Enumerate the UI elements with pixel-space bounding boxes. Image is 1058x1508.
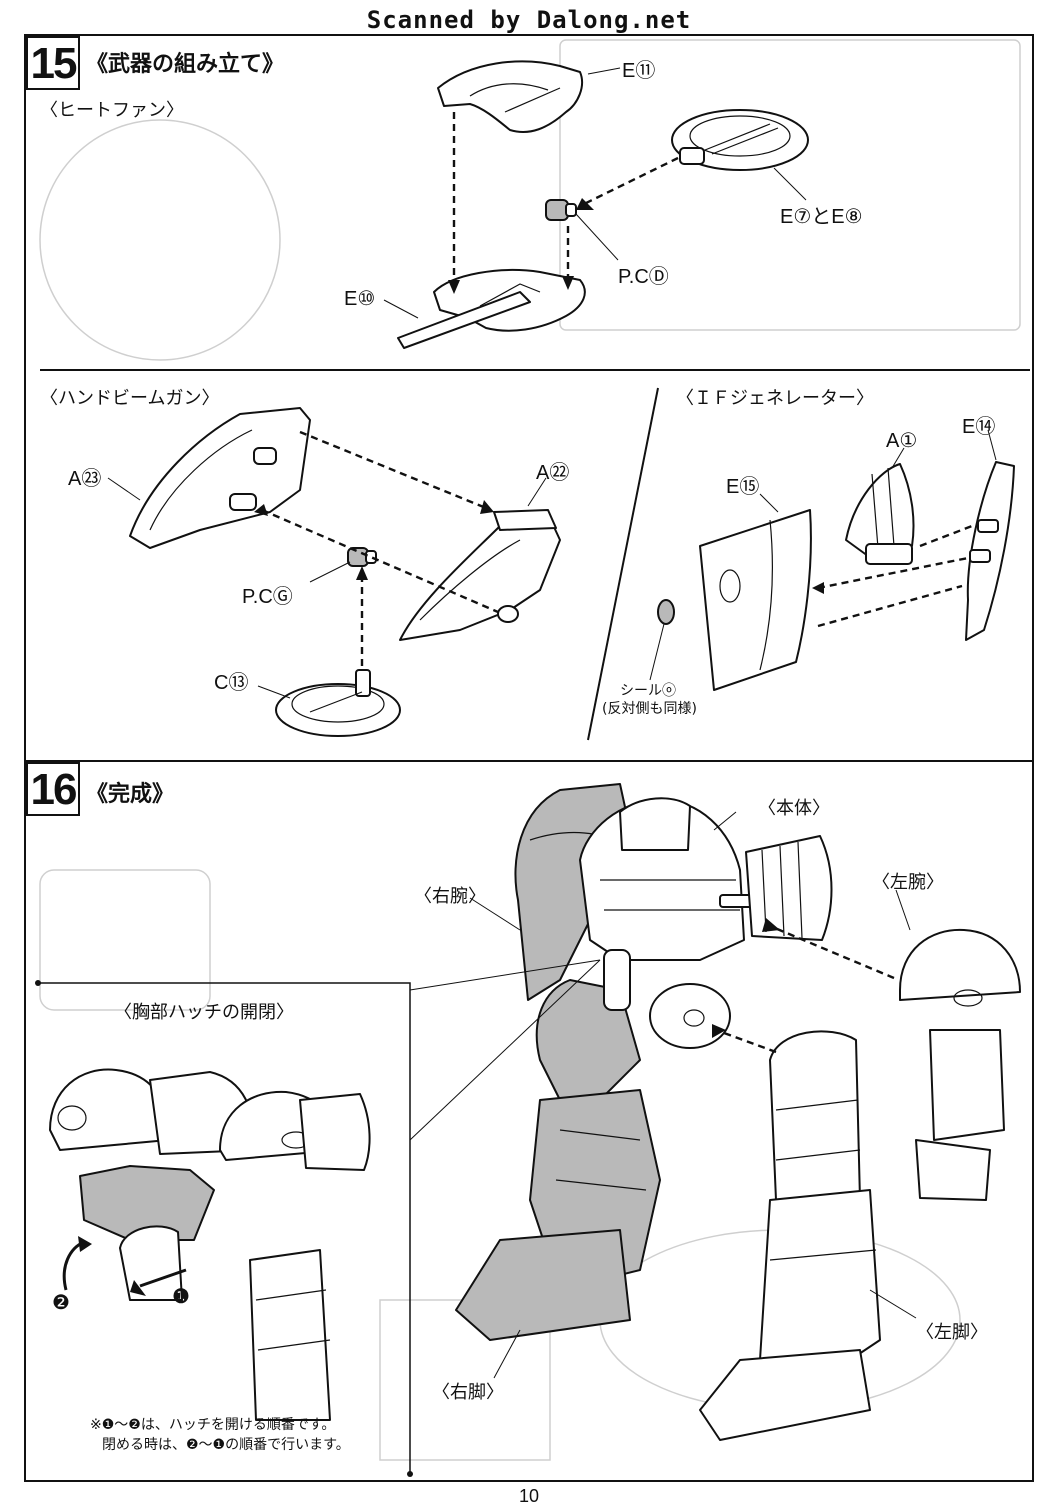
hatch-note-line1: ※❶〜❷は、ハッチを開ける順番です。 — [90, 1417, 336, 1433]
completed-figure-right-leg — [455, 1089, 661, 1341]
heat-fan-part-e7-e8 — [671, 109, 809, 171]
guide-line — [715, 1028, 777, 1054]
seal-label: シールⓞ — [620, 683, 676, 699]
page-number: 10 — [518, 1486, 540, 1506]
label-e7-e8: E⑦とE⑧ — [780, 206, 863, 228]
hatch-note-line2: 閉める時は、❷〜❶の順番で行います。 — [102, 1437, 350, 1453]
heat-fan-part-e11 — [437, 60, 584, 133]
label-a1: A① — [886, 430, 918, 452]
label-e10: E⑩ — [344, 288, 376, 310]
label-left-arm: 〈左腕〉 — [872, 872, 944, 893]
hatch-detail-frame — [38, 982, 411, 1474]
guide-line — [769, 924, 895, 980]
label-c13: C⑬ — [214, 672, 249, 694]
label-e11: E⑪ — [622, 60, 656, 82]
guide-line — [261, 508, 499, 614]
hatch-step-marker-1: ❶ — [172, 1284, 190, 1308]
heat-fan-part-e10 — [397, 269, 586, 349]
scanner-credit: Scanned by Dalong.net — [366, 6, 692, 34]
step15-title: 《武器の組み立て》 — [86, 52, 285, 77]
seal-note: (反対側も同様) — [602, 701, 697, 717]
guide-line — [583, 156, 679, 206]
if-generator-heading: 〈ＩＦジェネレーター〉 — [676, 388, 874, 409]
beam-gun-part-a22 — [399, 509, 561, 641]
heat-fan-polycap-d — [545, 199, 577, 221]
label-a23: A㉓ — [68, 468, 102, 490]
beam-gun-part-c13 — [275, 669, 401, 737]
hatch-step-marker-2: ❷ — [52, 1290, 70, 1314]
guide-line — [919, 524, 973, 548]
hand-beam-gun-heading: 〈ハンドビームガン〉 — [40, 388, 220, 409]
step16-panel — [24, 760, 1034, 1482]
guide-line — [817, 556, 969, 590]
if-generator-part-a1 — [845, 463, 915, 565]
label-left-leg: 〈左脚〉 — [916, 1322, 988, 1343]
completed-figure-shoulder-fan — [745, 835, 833, 941]
completed-figure-left-leg — [699, 1030, 881, 1441]
beam-gun-part-a23 — [129, 407, 311, 549]
step15-divider — [40, 369, 1030, 371]
completed-figure-body — [579, 797, 761, 1049]
if-generator-part-e15 — [699, 509, 812, 691]
chest-hatch-heading: 〈胸部ハッチの開閉〉 — [114, 1002, 294, 1023]
if-generator-part-e14 — [965, 461, 1015, 641]
label-pcg: P.CⒼ — [242, 586, 293, 608]
label-e15: E⑮ — [726, 476, 760, 498]
step15-number: 15 — [26, 36, 80, 90]
completed-figure-left-arm — [899, 928, 1021, 1201]
label-body: 〈本体〉 — [758, 798, 830, 819]
step16-number: 16 — [26, 762, 80, 816]
label-right-arm: 〈右腕〉 — [414, 886, 486, 907]
guide-line — [299, 430, 487, 510]
label-e14: E⑭ — [962, 416, 996, 438]
seal-o-sticker — [657, 599, 675, 625]
step16-title: 《完成》 — [86, 782, 175, 807]
label-a22: A㉒ — [536, 462, 570, 484]
hatch-detail-figure — [49, 1068, 371, 1421]
beam-gun-polycap-g — [347, 547, 377, 567]
label-pcd: P.CⒹ — [618, 266, 669, 288]
label-right-leg: 〈右脚〉 — [432, 1382, 504, 1403]
heat-fan-heading: 〈ヒートファン〉 — [40, 100, 184, 121]
guide-line — [817, 584, 963, 628]
